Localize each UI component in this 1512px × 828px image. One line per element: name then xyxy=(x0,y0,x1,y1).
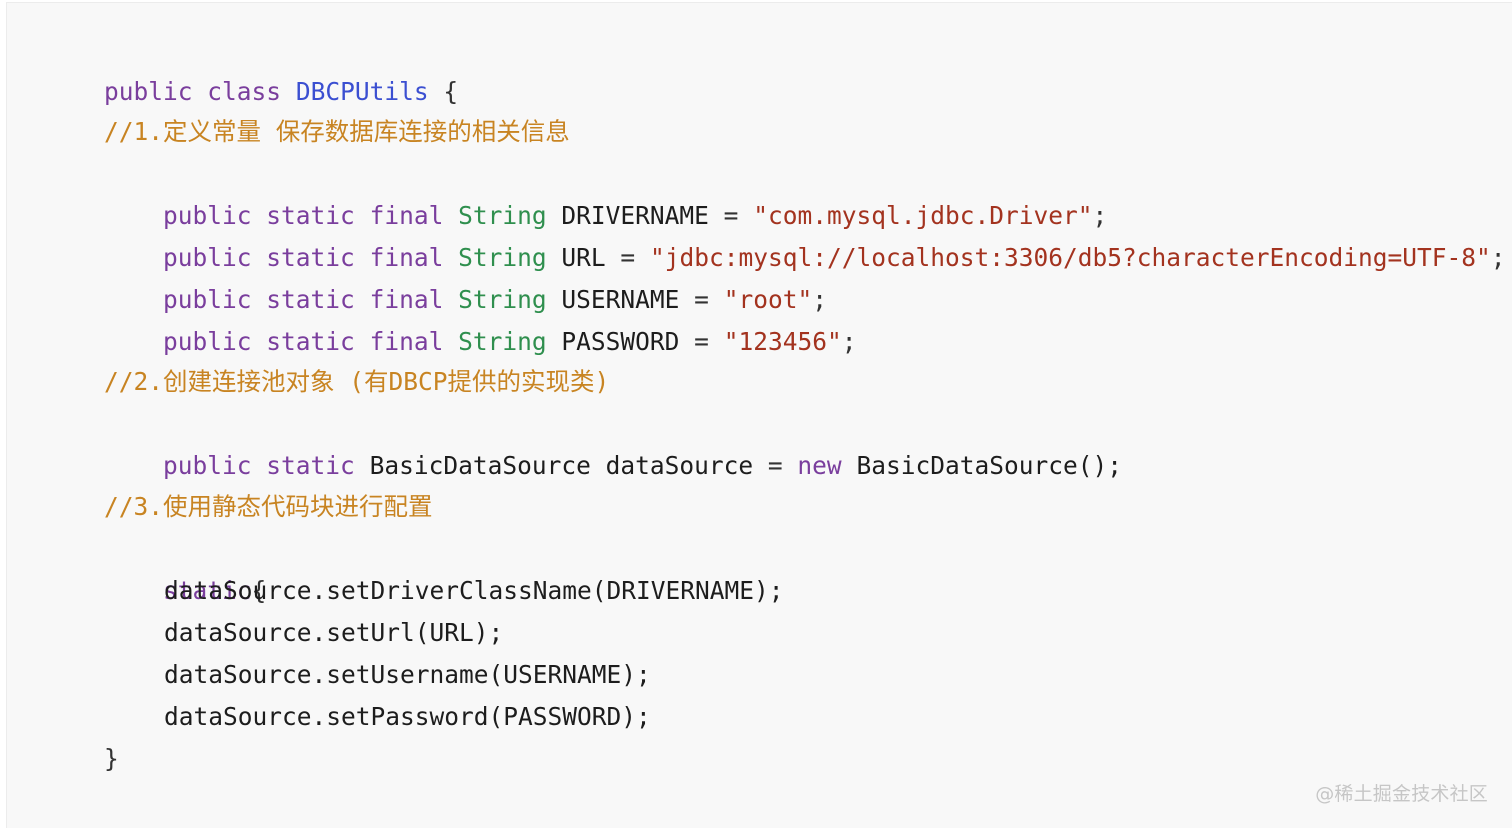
identifier: PASSWORD xyxy=(561,327,680,356)
keyword: static xyxy=(266,201,355,230)
keyword: public xyxy=(163,327,252,356)
string-literal: "root" xyxy=(723,285,813,314)
type-name: BasicDataSource xyxy=(369,451,591,480)
operator: = xyxy=(723,201,739,230)
method-call-line: dataSource.setUsername(USERNAME); xyxy=(164,660,651,689)
type-name: String xyxy=(458,243,547,272)
keyword: public xyxy=(163,201,252,230)
operator: = xyxy=(620,243,636,272)
punctuation: ; xyxy=(841,327,857,356)
keyword: new xyxy=(797,451,842,480)
identifier: dataSource xyxy=(605,451,754,480)
class-declaration-line: public class DBCPUtils { xyxy=(45,29,458,106)
static-block-close-line: } xyxy=(104,744,119,773)
keyword: final xyxy=(369,243,444,272)
keyword: final xyxy=(369,327,444,356)
punctuation: ; xyxy=(1092,201,1108,230)
type-name: String xyxy=(458,327,547,356)
string-literal: "jdbc:mysql://localhost:3306/db5?charact… xyxy=(649,243,1491,272)
identifier: URL xyxy=(561,243,606,272)
punctuation: { xyxy=(251,576,267,605)
punctuation: ; xyxy=(1490,243,1506,272)
code-block: public class DBCPUtils { //1.定义常量 保存数据库连… xyxy=(6,2,1512,828)
class-name: DBCPUtils xyxy=(295,77,429,106)
keyword: final xyxy=(369,201,444,230)
keyword: final xyxy=(369,285,444,314)
method-call-line: dataSource.setPassword(PASSWORD); xyxy=(164,702,651,731)
datasource-declaration-line: public static BasicDataSource dataSource… xyxy=(104,403,1122,480)
type-name: String xyxy=(458,201,547,230)
string-literal: "123456" xyxy=(723,327,842,356)
string-literal: "com.mysql.jdbc.Driver" xyxy=(753,201,1093,230)
operator: = xyxy=(694,285,709,314)
url-constant-line: public static final String URL = "jdbc:m… xyxy=(104,195,1505,272)
method-call-line: dataSource.setUrl(URL); xyxy=(164,618,504,647)
code-comment: //1.定义常量 保存数据库连接的相关信息 xyxy=(104,117,570,146)
watermark: @稀土掘金技术社区 xyxy=(1315,783,1488,805)
keyword: public xyxy=(163,451,252,480)
punctuation: ; xyxy=(812,285,827,314)
keyword: static xyxy=(266,243,355,272)
keyword: static xyxy=(266,285,355,314)
static-block-open-line: static{ xyxy=(104,528,266,605)
method-call-line: dataSource.setDriverClassName(DRIVERNAME… xyxy=(164,576,784,605)
operator: = xyxy=(767,451,783,480)
keyword: static xyxy=(266,327,355,356)
identifier: DRIVERNAME xyxy=(561,201,709,230)
keyword: public xyxy=(104,77,193,106)
keyword: class xyxy=(207,77,282,106)
code-comment: //2.创建连接池对象 (有DBCP提供的实现类) xyxy=(104,367,610,396)
identifier: USERNAME xyxy=(561,285,680,314)
password-constant-line: public static final String PASSWORD = "1… xyxy=(104,279,856,356)
constructor-call: BasicDataSource(); xyxy=(856,451,1122,480)
keyword: static xyxy=(163,576,252,605)
operator: = xyxy=(694,327,709,356)
code-comment: //3.使用静态代码块进行配置 xyxy=(104,492,433,521)
keyword: public xyxy=(163,243,252,272)
type-name: String xyxy=(458,285,547,314)
keyword: static xyxy=(266,451,355,480)
driver-constant-line: public static final String DRIVERNAME = … xyxy=(104,153,1107,230)
username-constant-line: public static final String USERNAME = "r… xyxy=(104,237,827,314)
punctuation: { xyxy=(443,77,459,106)
keyword: public xyxy=(163,285,252,314)
